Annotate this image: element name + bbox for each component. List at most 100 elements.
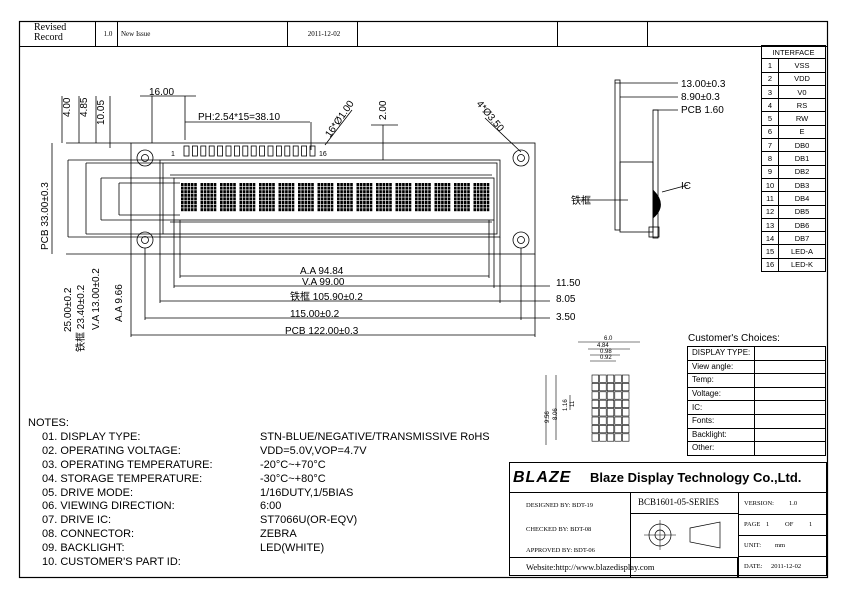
choice-value	[754, 346, 826, 361]
char-w: 6.0	[604, 336, 613, 342]
character-cell	[239, 183, 256, 212]
choice-value	[754, 359, 826, 375]
pin	[242, 145, 249, 157]
revision-label: Revised Record	[34, 23, 66, 43]
pin-row	[183, 145, 316, 157]
pin-name: DB1	[778, 151, 826, 166]
char-dot	[591, 399, 599, 408]
char-dot	[591, 425, 599, 434]
pin	[191, 145, 198, 157]
notes-title: NOTES:	[28, 417, 69, 429]
dim-frame-w: 铁框 105.90±0.2	[290, 290, 363, 303]
date-value: 2011-12-02	[771, 563, 802, 570]
character-cell	[220, 183, 236, 212]
pin-name: VDD	[778, 71, 826, 86]
choices-title: Customer's Choices:	[688, 333, 780, 344]
character-cell	[473, 183, 490, 212]
char-dot	[606, 408, 615, 417]
pin	[233, 145, 240, 157]
date-label: DATE:	[744, 563, 763, 570]
unit-label: UNIT:	[744, 542, 762, 549]
pin-number: 8	[761, 151, 779, 166]
char-dot	[622, 416, 630, 425]
char-dot	[606, 425, 615, 434]
note-item: 08. CONNECTOR:ZEBRA	[42, 528, 490, 542]
pin1-label: 1	[171, 151, 175, 158]
char-dot	[599, 425, 607, 434]
interface-title: INTERFACE	[761, 44, 826, 60]
pin-number: 3	[761, 84, 779, 100]
note-key: 02. OPERATING VOLTAGE:	[42, 444, 181, 457]
dim-aa-w: A.A 94.84	[300, 266, 344, 277]
dim-350: 3.50	[556, 312, 576, 323]
character-cell	[259, 183, 275, 212]
pin-name: V0	[778, 84, 826, 100]
note-value: 1/16DUTY,1/5BIAS	[260, 486, 354, 499]
mount-hole	[136, 149, 154, 167]
pin-number: 12	[761, 204, 779, 219]
pin	[200, 145, 207, 157]
pin-number: 2	[761, 71, 779, 86]
checked-by: CHECKED BY: BDT-08	[526, 526, 592, 533]
pin-number: 10	[761, 177, 779, 193]
revision-description: New Issue	[118, 22, 288, 46]
pin-name: DB7	[778, 231, 826, 246]
choice-label: IC:	[687, 400, 755, 415]
pin	[183, 145, 190, 157]
char-11: 11	[570, 400, 576, 407]
note-key: 01. DISPLAY TYPE:	[42, 430, 141, 443]
char-dot	[606, 416, 615, 425]
note-key: 08. CONNECTOR:	[42, 528, 135, 541]
pin	[250, 145, 257, 157]
dim-side-13: 13.00±0.3	[681, 79, 726, 90]
ic-label: IC	[681, 181, 691, 192]
pin	[284, 145, 291, 157]
char-dot	[614, 416, 622, 425]
note-item: 02. OPERATING VOLTAGE:VDD=5.0V,VOP=4.7V	[42, 445, 490, 459]
pin-number: 16	[761, 257, 779, 273]
pin-name: LED-K	[778, 257, 826, 273]
pin	[217, 145, 224, 157]
dim-aa-h: A.A 9.66	[114, 284, 125, 322]
char-806: 8.06	[553, 408, 559, 420]
dim-25: 25.00±0.2	[63, 287, 74, 332]
char-dot	[622, 399, 630, 408]
dim-16: 16.00	[149, 87, 174, 98]
note-item: 01. DISPLAY TYPE: STN-BLUE/NEGATIVE/TRANS…	[42, 431, 490, 445]
character-cell	[395, 183, 412, 212]
character-cell	[356, 183, 373, 212]
dim-pcb-w: PCB 122.00±0.3	[285, 326, 359, 337]
pin-number: 5	[761, 111, 779, 126]
char-dot	[606, 391, 615, 400]
char-dot	[591, 416, 599, 425]
note-value: STN-BLUE/NEGATIVE/TRANSMISSIVE RoHS	[260, 430, 490, 443]
note-value: -30°C~+80°C	[260, 472, 326, 485]
revision-label-line1: Revised	[34, 22, 67, 33]
choice-value	[754, 386, 826, 402]
character-cell	[376, 183, 392, 212]
character-cell	[317, 183, 334, 212]
character-cell	[337, 183, 353, 212]
revision-version: 1.0	[96, 22, 118, 46]
pin-name: RW	[778, 111, 826, 126]
pin-name: RS	[778, 98, 826, 113]
note-item: 05. DRIVE MODE:1/16DUTY,1/5BIAS	[42, 487, 490, 501]
note-value: ST7066U(OR-EQV)	[260, 514, 358, 527]
character-cell	[181, 183, 197, 212]
dim-frame-h: 铁框 23.40±0.2	[74, 284, 87, 352]
choice-label: Voltage:	[687, 386, 755, 402]
dim-va-w: V.A 99.00	[302, 277, 345, 288]
pin	[267, 145, 274, 157]
